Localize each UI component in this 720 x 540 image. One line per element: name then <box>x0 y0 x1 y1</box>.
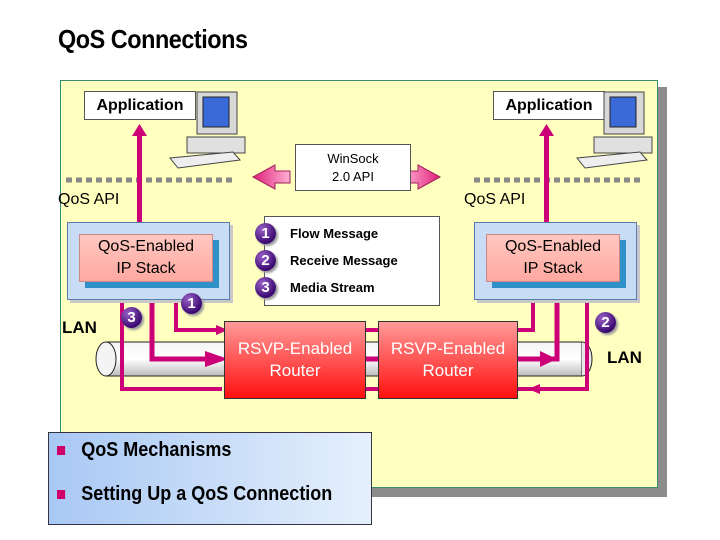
legend-label: Media Stream <box>290 280 375 295</box>
right-lan-label: LAN <box>607 348 642 367</box>
right-qos-ip-stack: QoS-Enabled IP Stack <box>486 234 620 282</box>
legend-box: 1 Flow Message 2 Receive Message 3 Media… <box>255 216 440 306</box>
right-qos-api-label: QoS API <box>464 191 526 208</box>
badge-3-icon: 3 <box>255 277 276 298</box>
bullet-text: Setting Up a QoS Connection <box>81 483 333 505</box>
bullet-square-icon <box>57 490 66 499</box>
router1-line1: RSVP-Enabled <box>237 339 353 358</box>
left-computer-icon <box>169 91 246 169</box>
legend-item-media: 3 Media Stream <box>255 277 375 298</box>
legend-item-receive: 2 Receive Message <box>255 250 398 271</box>
receive-marker-2-icon: 2 <box>595 312 616 333</box>
left-flow-message-line <box>174 297 222 332</box>
router1-line2: Router <box>269 361 321 380</box>
left-lan-label: LAN <box>62 318 97 337</box>
winsock-left-arrow <box>251 164 291 190</box>
legend-label: Receive Message <box>290 253 398 268</box>
left-receive-line <box>120 297 222 391</box>
router2-line1: RSVP-Enabled <box>390 339 506 358</box>
media-marker-3-icon: 3 <box>121 307 142 328</box>
left-stack-line2: IP Stack <box>116 260 176 277</box>
left-media-arrowhead <box>205 351 228 367</box>
right-stack-line1: QoS-Enabled <box>504 238 602 255</box>
page-title: QoS Connections <box>58 24 248 54</box>
right-computer-icon <box>576 91 653 169</box>
right-application-label: Application <box>493 91 605 120</box>
winsock-line1: WinSock <box>327 150 379 166</box>
rsvp-router-1: RSVP-Enabled Router <box>224 321 366 399</box>
left-qos-ip-stack: QoS-Enabled IP Stack <box>79 234 213 282</box>
bullet-item[interactable]: Setting Up a QoS Connection <box>57 483 332 506</box>
legend-item-flow: 1 Flow Message <box>255 223 378 244</box>
right-flow-line <box>516 297 535 332</box>
right-stack-line2: IP Stack <box>523 260 583 277</box>
badge-2-icon: 2 <box>255 250 276 271</box>
left-stack-line1: QoS-Enabled <box>97 238 195 255</box>
right-media-arrowhead <box>540 351 557 367</box>
left-application-label: Application <box>84 91 196 120</box>
router2-line2: Router <box>422 361 474 380</box>
rsvp-router-2: RSVP-Enabled Router <box>378 321 518 399</box>
topic-bullet-list: QoS Mechanisms Setting Up a QoS Connecti… <box>48 432 372 525</box>
bullet-text: QoS Mechanisms <box>81 439 232 461</box>
winsock-api-box: WinSock 2.0 API <box>295 144 411 191</box>
left-flow-arrowhead <box>216 325 228 335</box>
right-receive-arrowhead <box>528 384 540 394</box>
flow-marker-1-icon: 1 <box>181 293 202 314</box>
bullet-item[interactable]: QoS Mechanisms <box>57 439 231 462</box>
left-qos-api-label: QoS API <box>58 191 120 208</box>
badge-1-icon: 1 <box>255 223 276 244</box>
winsock-line2: 2.0 API <box>332 168 374 184</box>
bullet-square-icon <box>57 446 66 455</box>
legend-label: Flow Message <box>290 226 379 241</box>
left-media-line <box>149 297 222 362</box>
